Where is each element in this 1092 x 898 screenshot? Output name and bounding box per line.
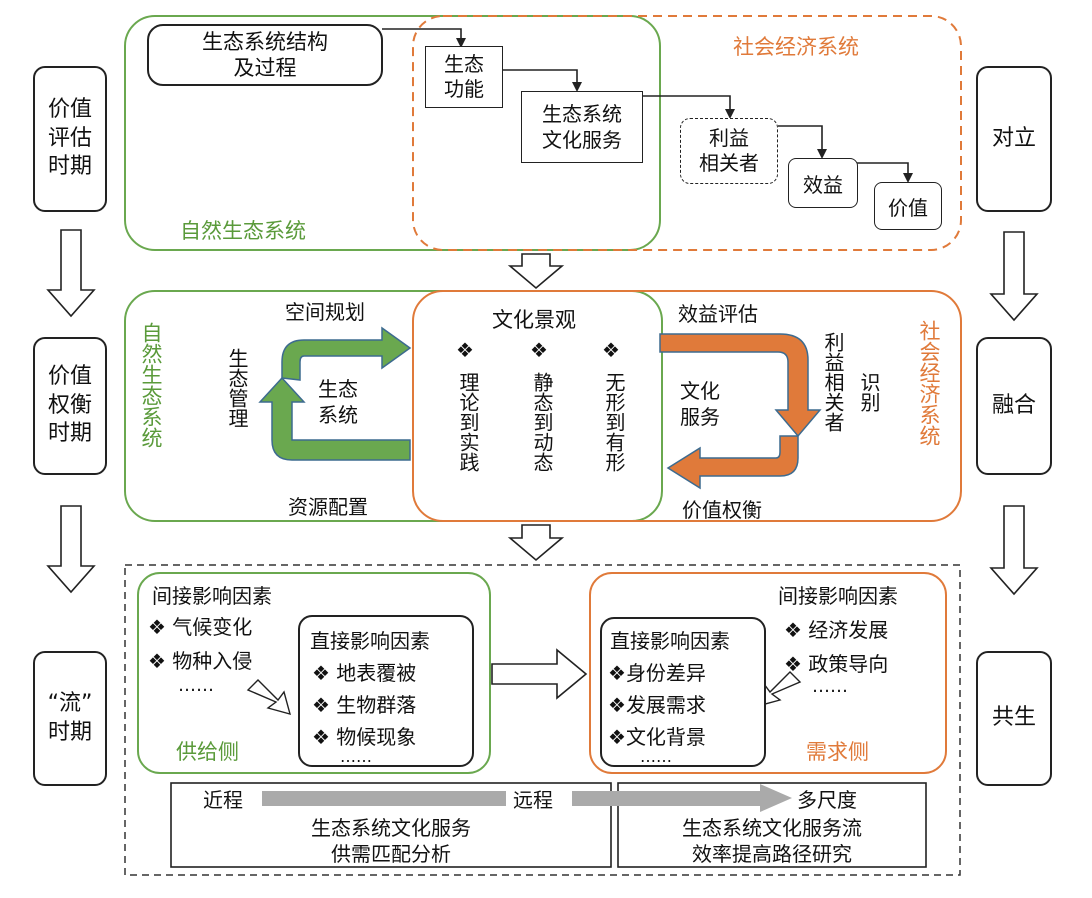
research-right-text: 生态系统文化服务流 效率提高路径研究 — [682, 816, 862, 866]
connector-benefit-to-value — [857, 162, 913, 183]
supply-direct-ellipsis: …… — [340, 747, 372, 766]
stage-box-symbiosis: 共生 — [976, 651, 1052, 786]
right-down-arrow-2 — [989, 505, 1039, 596]
diamond-bullet-icon: ❖ — [602, 338, 620, 362]
landscape-bullet-text-2: 静态到动态 — [530, 372, 554, 472]
left-down-arrow-2 — [46, 505, 96, 594]
spatial-planning-label: 空间规划 — [285, 300, 365, 324]
list-item-text: 发展需求 — [625, 693, 706, 717]
demand-indirect-ellipsis: …… — [812, 676, 848, 697]
diamond-bullet-icon: ❖ — [456, 338, 474, 362]
orange-cycle-arrow-bottom — [666, 435, 799, 490]
diamond-bullet-icon: ❖ — [530, 338, 548, 362]
ces-box: 生态系统 文化服务 — [521, 91, 643, 163]
list-item: ❖发展需求 — [608, 693, 706, 717]
landscape-bullet-text-1: 理论到实践 — [456, 372, 480, 472]
supply-indirect-title: 间接影响因素 — [152, 584, 272, 608]
right-down-arrow-1 — [989, 231, 1039, 322]
middle-natural-system-label: 自然生态系统 — [139, 322, 164, 448]
landscape-bullet-text-3: 无形到有形 — [602, 372, 626, 472]
value-box: 价值 — [874, 182, 942, 230]
value-tradeoff-label: 价值权衡 — [682, 498, 762, 522]
green-cycle-arrow-top — [281, 326, 412, 381]
connector-function-to-ces — [503, 69, 582, 92]
supply-direct-title: 直接影响因素 — [310, 629, 430, 653]
down-arrow-middle-to-bottom — [507, 524, 565, 562]
stage-box-flow-period: “流” 时期 — [33, 651, 107, 786]
eco-function-box: 生态 功能 — [425, 46, 503, 108]
cultural-landscape-title: 文化景观 — [492, 308, 576, 332]
stage-box-value-assessment: 价值 评估 时期 — [33, 66, 107, 212]
list-item-text: 政策导向 — [808, 652, 889, 676]
research-left-box — [170, 782, 612, 868]
benefit-assessment-label: 效益评估 — [678, 302, 758, 326]
list-item-text: 文化背景 — [625, 725, 706, 749]
bottom-dashed-frame — [124, 564, 961, 876]
list-item-text: 物候现象 — [336, 725, 417, 749]
left-down-arrow-1 — [46, 229, 96, 318]
list-item: ❖身份差异 — [608, 661, 706, 685]
stakeholders-box: 利益 相关者 — [680, 118, 778, 184]
stage-box-value-tradeoff: 价值 权衡 时期 — [33, 337, 107, 475]
benefit-box: 效益 — [788, 158, 858, 208]
supply-direct-box: 直接影响因素 ❖ 地表覆被 ❖ 生物群落 ❖ 物候现象 …… — [298, 615, 474, 767]
top-natural-system-frame — [124, 15, 661, 251]
list-item: ❖ 经济发展 — [784, 618, 889, 642]
top-natural-system-label: 自然生态系统 — [180, 219, 306, 243]
scale-arrow-left — [262, 791, 506, 806]
stage-box-fusion: 融合 — [976, 337, 1052, 475]
middle-social-system-frame — [412, 290, 962, 522]
list-item-text: 地表覆被 — [336, 661, 417, 685]
middle-natural-system-frame — [124, 290, 663, 522]
stage-box-opposition: 对立 — [976, 66, 1052, 212]
eco-management-label: 生态管理 — [225, 348, 249, 428]
middle-social-system-label: 社会经济系统 — [917, 320, 942, 446]
demand-direct-ellipsis: …… — [640, 747, 672, 766]
demand-indirect-title: 间接影响因素 — [778, 584, 898, 608]
supply-indirect-ellipsis: …… — [178, 675, 214, 696]
top-social-system-frame — [412, 15, 962, 251]
green-cycle-arrow — [258, 376, 411, 461]
scale-far-label: 远程 — [513, 788, 553, 812]
scale-near-label: 近程 — [203, 788, 243, 812]
supply-to-demand-arrow — [491, 648, 588, 700]
identify-label: 识别 — [857, 372, 881, 412]
stakeholders-vertical-label: 利益相关者 — [821, 332, 845, 432]
list-item: ❖ 物候现象 — [312, 725, 417, 749]
connector-stakeholders-to-benefit — [778, 125, 827, 159]
demand-direct-box: 直接影响因素 ❖身份差异 ❖发展需求 ❖文化背景 …… — [600, 617, 766, 767]
demand-direct-title: 直接影响因素 — [610, 629, 730, 653]
indirect-to-direct-arrow-left — [246, 679, 291, 715]
cultural-service-label: 文化 服务 — [680, 379, 720, 429]
list-item: ❖ 生物群落 — [312, 693, 417, 717]
supply-side-label: 供给侧 — [176, 740, 239, 764]
list-item: ❖ 气候变化 — [148, 615, 253, 639]
ecosystem-label: 生态 系统 — [318, 377, 358, 427]
list-item: ❖文化背景 — [608, 725, 706, 749]
orange-cycle-arrow-top — [659, 333, 822, 438]
demand-side-label: 需求侧 — [806, 740, 869, 764]
list-item-text: 气候变化 — [172, 615, 253, 639]
structure-process-box: 生态系统结构 及过程 — [147, 24, 383, 86]
list-item: ❖ 地表覆被 — [312, 661, 417, 685]
supply-side-frame — [137, 572, 491, 774]
list-item: ❖ 物种入侵 — [148, 649, 253, 673]
connector-structure-to-function — [382, 28, 466, 48]
list-item-text: 身份差异 — [625, 661, 706, 685]
top-social-system-label: 社会经济系统 — [733, 35, 859, 59]
demand-side-frame — [589, 572, 947, 774]
scale-arrow-right — [572, 784, 792, 812]
research-left-text: 生态系统文化服务 供需匹配分析 — [311, 816, 471, 866]
list-item: ❖ 政策导向 — [784, 652, 889, 676]
list-item-text: 物种入侵 — [172, 649, 253, 673]
resource-allocation-label: 资源配置 — [288, 495, 368, 519]
scale-multi-label: 多尺度 — [797, 788, 857, 812]
down-arrow-top-to-middle — [507, 253, 565, 290]
list-item-text: 经济发展 — [808, 618, 889, 642]
connector-ces-to-stakeholders — [643, 95, 735, 119]
list-item-text: 生物群落 — [336, 693, 417, 717]
